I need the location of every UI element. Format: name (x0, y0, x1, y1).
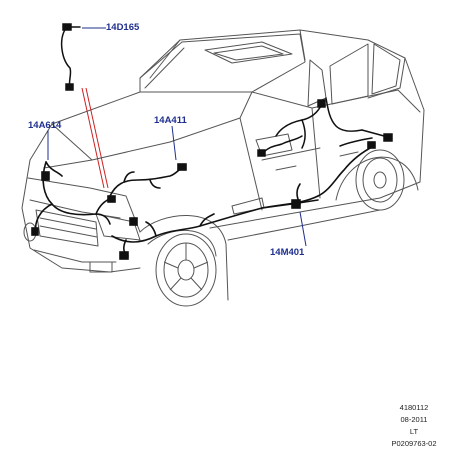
harness-front (31, 161, 116, 236)
callout-14A411: 14A411 (154, 115, 187, 126)
harness-side (111, 141, 376, 260)
front-wheel (155, 233, 217, 307)
footer-region: LT (409, 427, 419, 436)
leader-14A411 (171, 125, 177, 161)
vehicle-outline (21, 29, 425, 301)
callout-14A614: 14A614 (28, 120, 62, 131)
red-leader-b (85, 87, 109, 189)
callout-14D165: 14D165 (106, 22, 140, 33)
callout-14M401: 14M401 (270, 247, 305, 258)
leader-14M401 (299, 211, 307, 247)
harness-door (257, 97, 393, 157)
harness-hood (109, 163, 187, 226)
footer-date: 08-2011 (400, 415, 428, 424)
red-leader-a (81, 87, 105, 189)
footer-code: 4180112 (399, 403, 429, 412)
harness-top (60, 23, 81, 91)
footer-ref: P0209763-02 (391, 439, 437, 448)
rear-wheel (355, 149, 405, 211)
leader-lines (47, 27, 307, 247)
